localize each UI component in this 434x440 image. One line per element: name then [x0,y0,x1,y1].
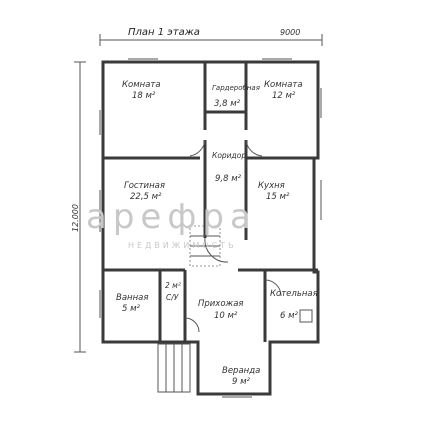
plan-title: План 1 этажа [128,27,200,38]
watermark-subtitle: НЕДВИЖИМОСТЬ [128,241,237,250]
height-dimension: 12.000 [71,204,80,232]
room-name: Котельная [270,289,318,299]
room-area: 10 м² [214,311,238,321]
room-name: Коридор [212,151,246,160]
room-name: Ванная [116,293,148,303]
porch-steps [157,343,191,393]
room-name: Кухня [258,181,285,191]
room-area: 5 м² [122,304,141,314]
room-area: 9,8 м² [215,174,242,184]
room-area: 18 м² [132,91,156,101]
window-marks [99,58,322,398]
room-area: 2 м² [165,281,181,290]
room-garderobnaya: Гардеробная 3,8 м² [212,84,260,109]
room-name: Гардеробная [212,84,260,92]
room-kotelnaya: Котельная 6 м² [270,289,318,321]
room-name: Веранда [222,366,260,376]
room-koridor: Коридор 9,8 м² [212,151,246,184]
room-name: С/У [166,293,179,302]
room-komnata-2: Комната 12 м² [264,80,303,101]
room-name: Гостиная [124,181,165,191]
room-su: 2 м² С/У [165,281,181,302]
room-prikhozhaya: Прихожая 10 м² [198,299,244,321]
room-area: 6 м² [280,311,299,321]
room-gostinaya: Гостиная 22,5 м² [124,181,165,202]
room-area: 22,5 м² [130,192,162,202]
room-name: Комната [122,80,161,90]
room-area: 9 м² [232,377,251,387]
room-name: Прихожая [198,299,244,309]
boiler-icon [299,309,313,323]
door-swings [184,139,282,333]
room-area: 15 м² [266,192,290,202]
room-veranda: Веранда 9 м² [222,366,260,387]
interior-walls [103,62,318,342]
room-vannaya: Ванная 5 м² [116,293,148,314]
room-area: 3,8 м² [214,99,241,109]
room-area: 12 м² [272,91,296,101]
width-dimension: 9000 [280,28,300,37]
watermark-logo: apeфpa [86,197,257,237]
room-name: Комната [264,80,303,90]
room-komnata-1: Комната 18 м² [122,80,161,101]
room-kukhnya: Кухня 15 м² [258,181,290,202]
